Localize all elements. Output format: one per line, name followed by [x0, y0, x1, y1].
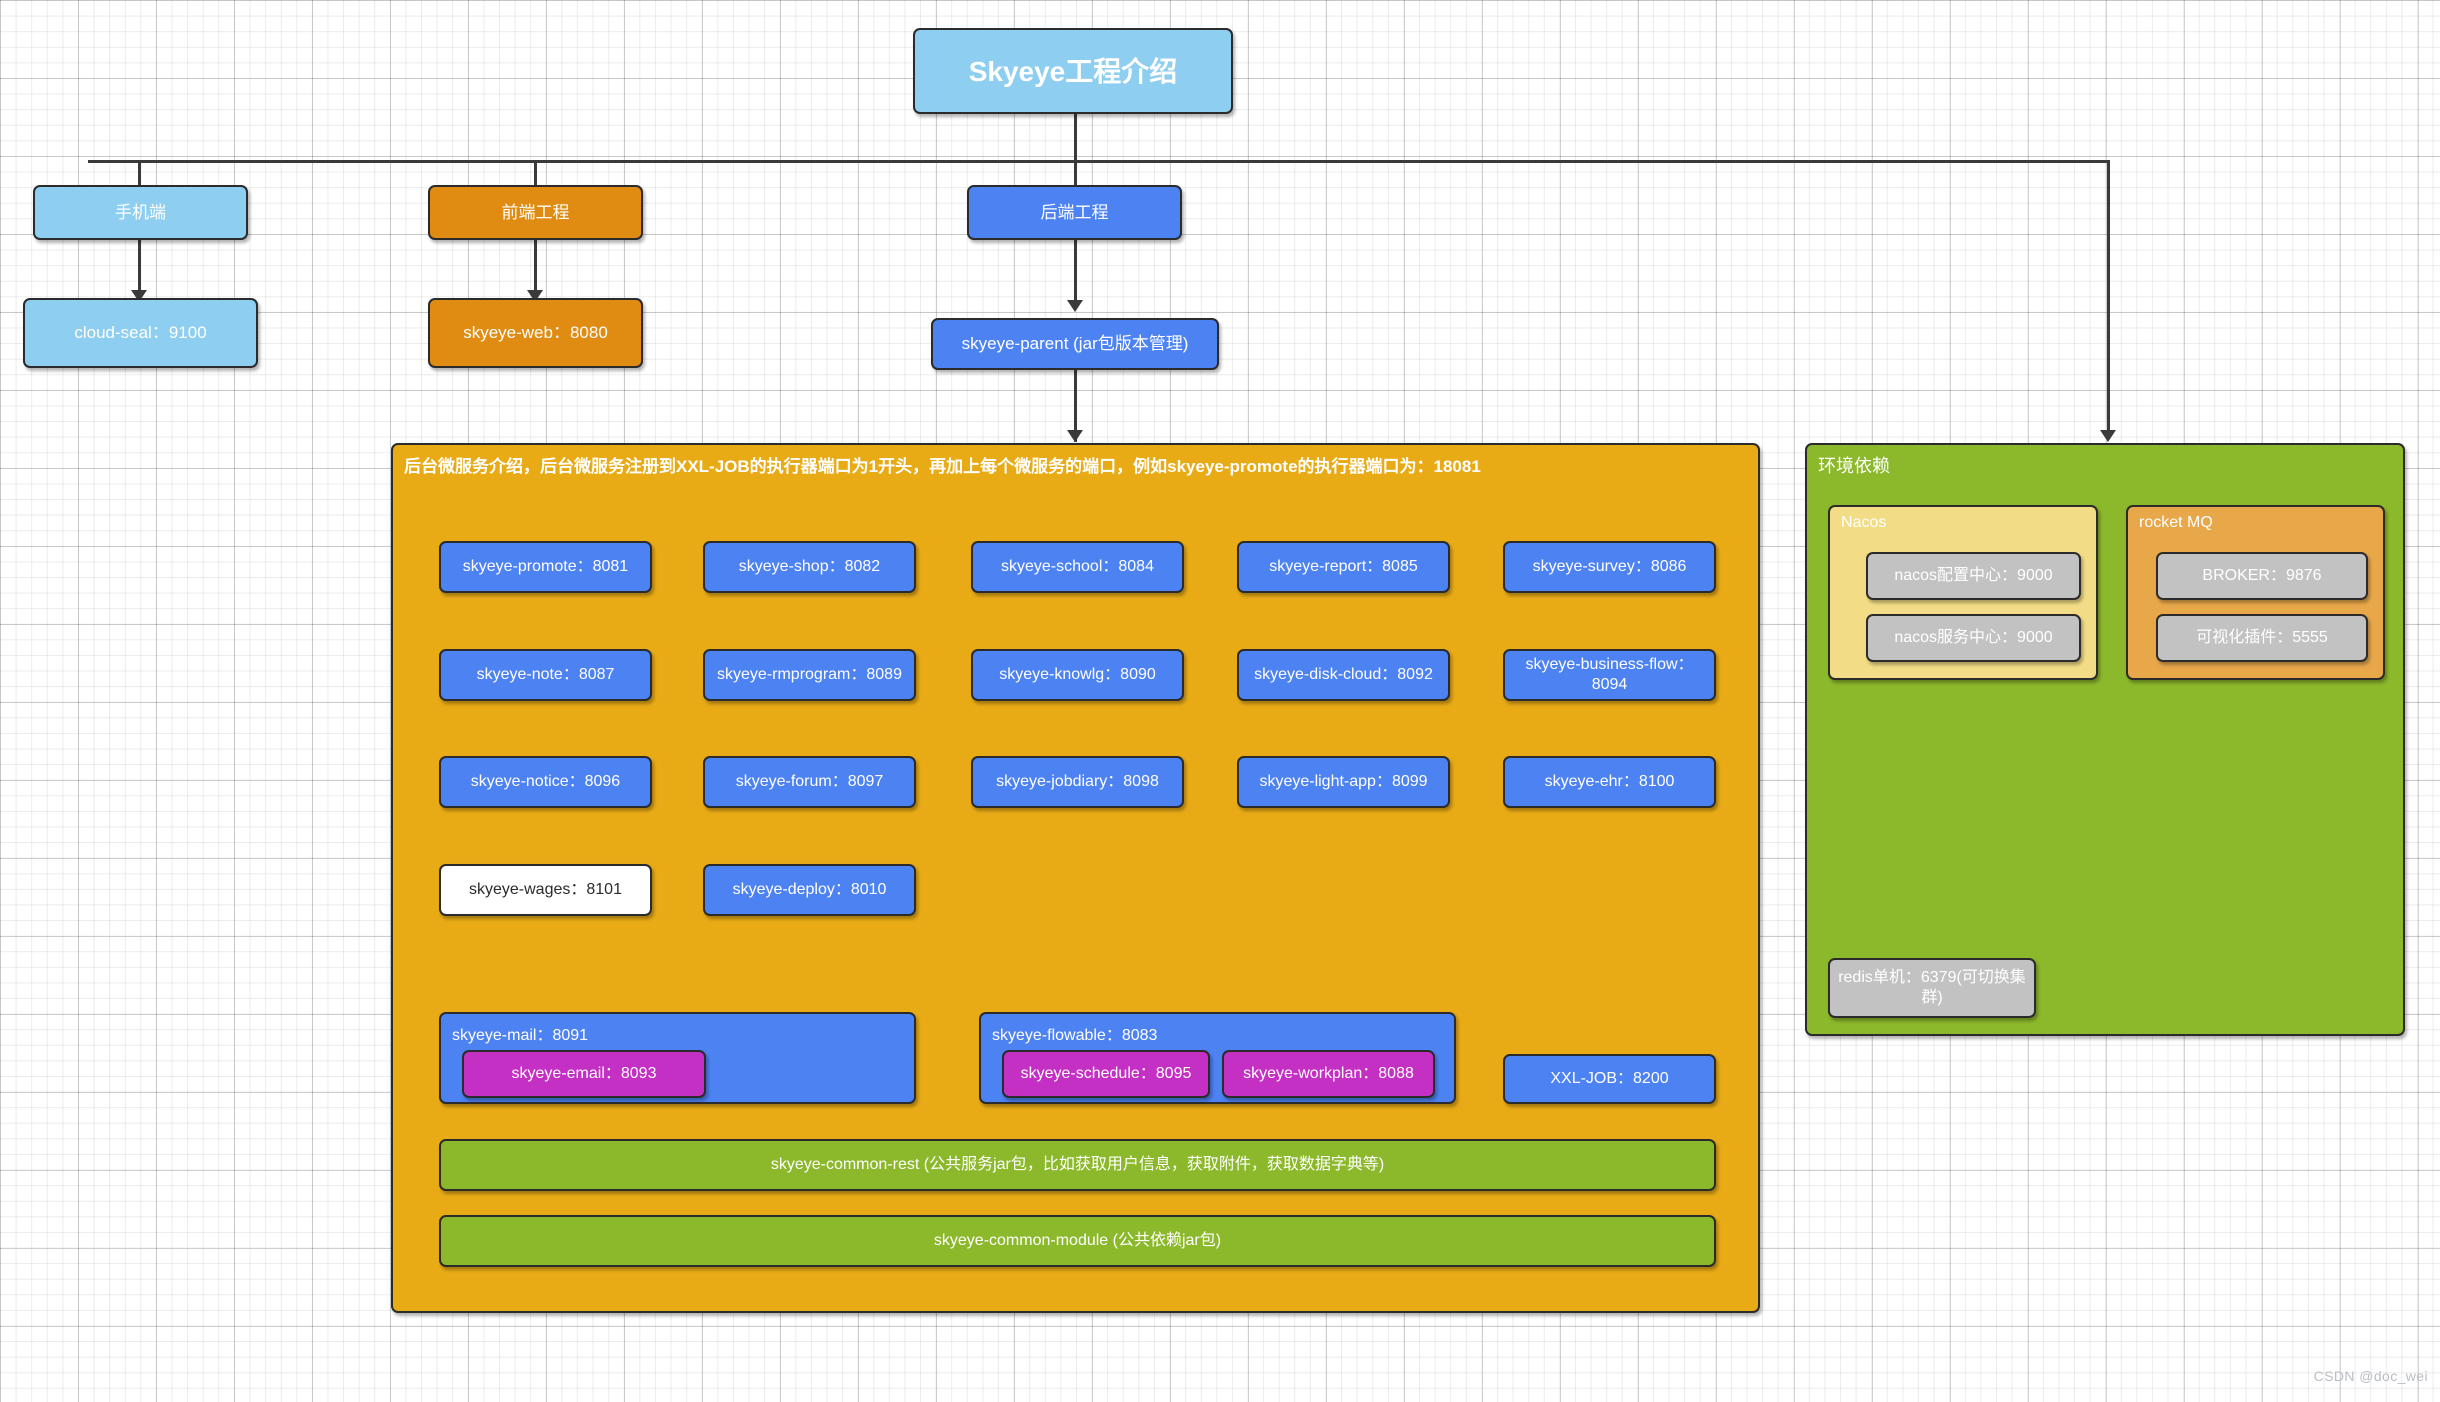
nacos-service-center[interactable]: nacos服务中心：9000 [1866, 614, 2081, 662]
node-skyeye-parent-label: skyeye-parent (jar包版本管理) [961, 334, 1189, 354]
group-nacos-title: Nacos [1841, 514, 1887, 531]
service-label: skyeye-schedule：8095 [1020, 1065, 1192, 1082]
service-box-email[interactable]: skyeye-email：8093 [462, 1050, 706, 1098]
service-label: skyeye-light-app：8099 [1259, 773, 1428, 790]
service-box[interactable]: skyeye-survey：8086 [1503, 541, 1716, 593]
connector-backend-to-parent [1074, 240, 1077, 308]
diagram-title-box[interactable]: Skyeye工程介绍 [913, 28, 1233, 114]
service-box[interactable]: skyeye-school：8084 [971, 541, 1184, 593]
service-box[interactable]: skyeye-knowlg：8090 [971, 649, 1184, 701]
service-label: skyeye-forum：8097 [735, 773, 884, 790]
nacos-config-center[interactable]: nacos配置中心：9000 [1866, 552, 2081, 600]
common-bar-label: skyeye-common-rest (公共服务jar包，比如获取用户信息，获取… [770, 1156, 1385, 1173]
environment-panel-title: 环境依赖 [1818, 456, 1890, 476]
group-rocketmq: rocket MQ BROKER：9876 可视化插件：5555 [2126, 505, 2385, 680]
service-label: skyeye-jobdiary：8098 [996, 773, 1159, 790]
connector-parent-to-panel [1074, 370, 1077, 442]
service-box[interactable]: skyeye-ehr：8100 [1503, 756, 1716, 808]
connector-drop-backend [1074, 160, 1077, 193]
rocketmq-item-label: BROKER：9876 [2202, 567, 2322, 584]
service-label: skyeye-workplan：8088 [1243, 1065, 1414, 1082]
service-box[interactable]: skyeye-light-app：8099 [1237, 756, 1450, 808]
rocketmq-item-label: 可视化插件：5555 [2196, 629, 2328, 646]
rocketmq-console-plugin[interactable]: 可视化插件：5555 [2156, 614, 2368, 662]
diagram-title-label: Skyeye工程介绍 [968, 55, 1178, 87]
node-mobile[interactable]: 手机端 [33, 185, 248, 240]
node-cloud-seal-label: cloud-seal：9100 [74, 323, 207, 343]
environment-panel: 环境依赖 Nacos nacos配置中心：9000 nacos服务中心：9000… [1805, 443, 2405, 1036]
service-box-wages[interactable]: skyeye-wages：8101 [439, 864, 652, 916]
connector-drop-env [2107, 160, 2110, 437]
connector-title-down [1074, 113, 1077, 162]
redis-label: redis单机：6379(可切换集群) [1838, 969, 2026, 1006]
backend-panel-header: 后台微服务介绍，后台微服务注册到XXL-JOB的执行器端口为1开头，再加上每个微… [404, 457, 1481, 476]
arrow-skyeye-parent [1067, 300, 1083, 312]
service-box-schedule[interactable]: skyeye-schedule：8095 [1002, 1050, 1210, 1098]
service-label: skyeye-survey：8086 [1532, 558, 1687, 575]
connector-drop-frontend [534, 160, 537, 193]
service-box[interactable]: skyeye-forum：8097 [703, 756, 916, 808]
service-label: skyeye-wages：8101 [469, 881, 622, 898]
node-cloud-seal[interactable]: cloud-seal：9100 [23, 298, 258, 368]
connector-mobile-to-cloudseal [138, 240, 141, 298]
group-rocketmq-title: rocket MQ [2139, 514, 2213, 531]
node-skyeye-web[interactable]: skyeye-web：8080 [428, 298, 643, 368]
service-box[interactable]: skyeye-report：8085 [1237, 541, 1450, 593]
service-box[interactable]: skyeye-promote：8081 [439, 541, 652, 593]
service-label: skyeye-school：8084 [1001, 558, 1154, 575]
rocketmq-broker[interactable]: BROKER：9876 [2156, 552, 2368, 600]
common-bar-label: skyeye-common-module (公共依赖jar包) [933, 1232, 1222, 1249]
common-bar-module[interactable]: skyeye-common-module (公共依赖jar包) [439, 1215, 1716, 1267]
service-label: skyeye-notice：8096 [470, 773, 621, 790]
service-box[interactable]: skyeye-rmprogram：8089 [703, 649, 916, 701]
service-box[interactable]: skyeye-shop：8082 [703, 541, 916, 593]
service-label: XXL-JOB：8200 [1550, 1070, 1669, 1087]
nacos-item-label: nacos服务中心：9000 [1894, 629, 2053, 646]
group-skyeye-mail-title: skyeye-mail：8091 [452, 1027, 589, 1044]
node-mobile-label: 手机端 [115, 202, 166, 222]
node-skyeye-web-label: skyeye-web：8080 [463, 323, 608, 343]
service-label: skyeye-note：8087 [476, 666, 615, 683]
connector-frontend-to-web [534, 240, 537, 298]
connector-bus-horizontal [88, 160, 2109, 163]
service-label: skyeye-promote：8081 [462, 558, 629, 575]
service-box-xxljob[interactable]: XXL-JOB：8200 [1503, 1054, 1716, 1104]
service-label: skyeye-ehr：8100 [1544, 773, 1675, 790]
node-frontend[interactable]: 前端工程 [428, 185, 643, 240]
service-label: skyeye-business-flow：8094 [1525, 656, 1694, 693]
redis-node[interactable]: redis单机：6379(可切换集群) [1828, 958, 2036, 1018]
group-nacos: Nacos nacos配置中心：9000 nacos服务中心：9000 [1828, 505, 2098, 680]
group-skyeye-flowable: skyeye-flowable：8083 skyeye-schedule：809… [979, 1012, 1456, 1104]
service-label: skyeye-report：8085 [1269, 558, 1418, 575]
service-label: skyeye-disk-cloud：8092 [1254, 666, 1433, 683]
group-skyeye-mail: skyeye-mail：8091 skyeye-email：8093 [439, 1012, 916, 1104]
service-box[interactable]: skyeye-note：8087 [439, 649, 652, 701]
backend-services-panel: 后台微服务介绍，后台微服务注册到XXL-JOB的执行器端口为1开头，再加上每个微… [391, 443, 1760, 1313]
watermark: CSDN @doc_wei [2313, 1368, 2428, 1384]
service-box[interactable]: skyeye-business-flow：8094 [1503, 649, 1716, 701]
service-box[interactable]: skyeye-jobdiary：8098 [971, 756, 1184, 808]
common-bar-rest[interactable]: skyeye-common-rest (公共服务jar包，比如获取用户信息，获取… [439, 1139, 1716, 1191]
arrow-backend-panel [1067, 430, 1083, 442]
nacos-item-label: nacos配置中心：9000 [1894, 567, 2053, 584]
connector-drop-mobile [138, 160, 141, 193]
node-backend[interactable]: 后端工程 [967, 185, 1182, 240]
service-label: skyeye-knowlg：8090 [999, 666, 1156, 683]
node-frontend-label: 前端工程 [501, 202, 570, 222]
service-label: skyeye-deploy：8010 [732, 881, 887, 898]
service-label: skyeye-email：8093 [511, 1065, 657, 1082]
service-box[interactable]: skyeye-notice：8096 [439, 756, 652, 808]
service-label: skyeye-shop：8082 [738, 558, 881, 575]
node-skyeye-parent[interactable]: skyeye-parent (jar包版本管理) [931, 318, 1219, 370]
node-backend-label: 后端工程 [1040, 202, 1109, 222]
service-box-workplan[interactable]: skyeye-workplan：8088 [1222, 1050, 1435, 1098]
service-label: skyeye-rmprogram：8089 [717, 666, 902, 683]
service-box[interactable]: skyeye-disk-cloud：8092 [1237, 649, 1450, 701]
group-skyeye-flowable-title: skyeye-flowable：8083 [992, 1027, 1158, 1044]
service-box-deploy[interactable]: skyeye-deploy：8010 [703, 864, 916, 916]
arrow-env [2100, 430, 2116, 442]
